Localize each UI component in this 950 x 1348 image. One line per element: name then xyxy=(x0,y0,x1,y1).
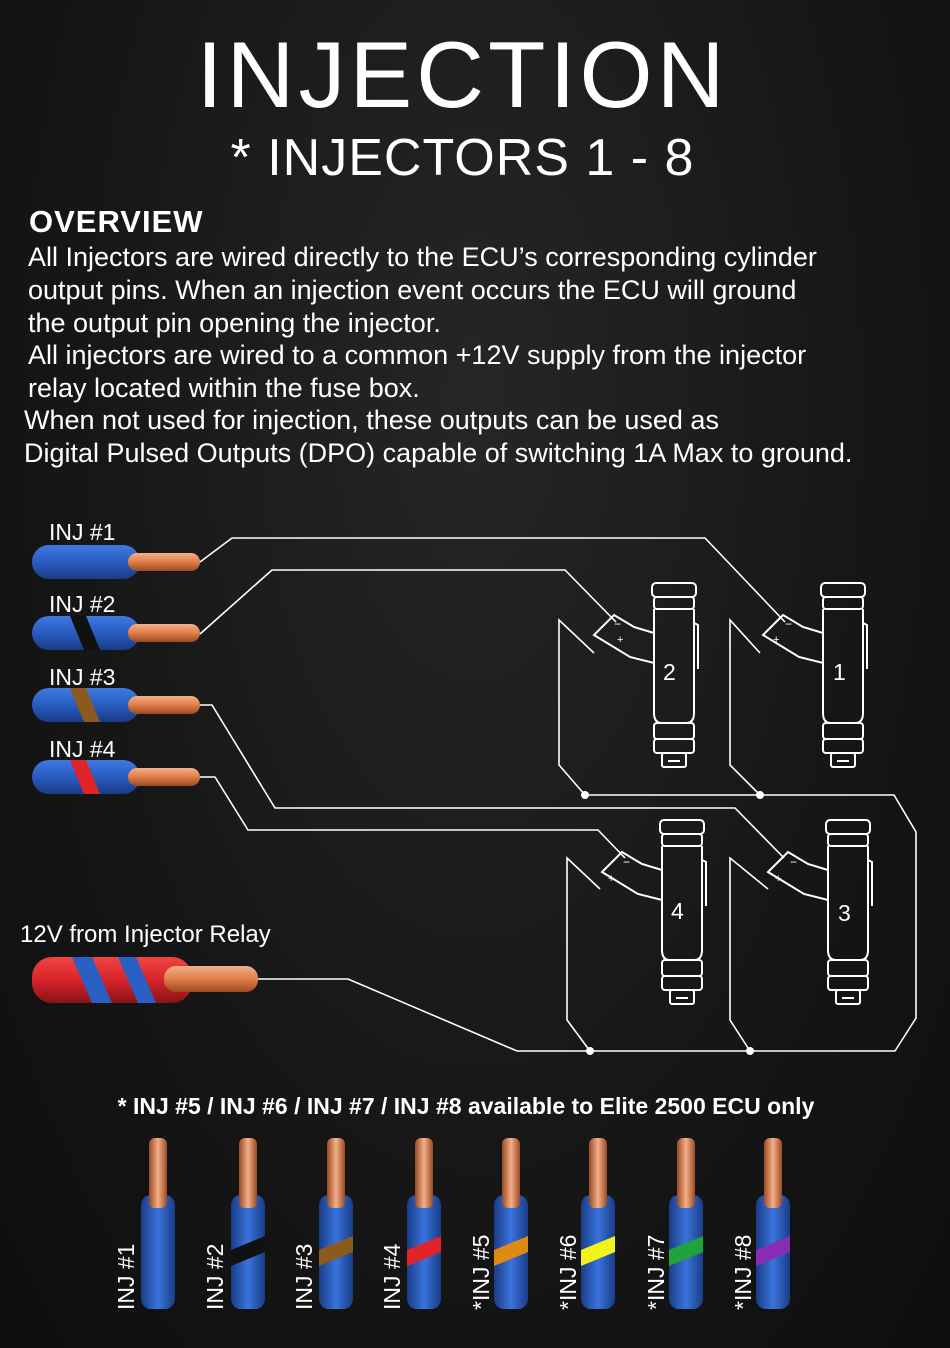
legend-label: *INJ #6 xyxy=(555,1235,581,1310)
legend-wire xyxy=(581,1138,615,1309)
connection-lines xyxy=(199,537,917,1052)
legend-wire xyxy=(407,1138,441,1309)
wire-inj-2 xyxy=(32,616,200,650)
wire-label: INJ #4 xyxy=(49,736,116,762)
injector-minus: − xyxy=(785,617,792,631)
legend-wire xyxy=(141,1138,175,1309)
overview-line: Digital Pulsed Outputs (DPO) capable of … xyxy=(24,438,853,468)
legend-wire xyxy=(319,1138,353,1309)
legend-wire xyxy=(494,1138,528,1309)
injector-1 xyxy=(761,582,868,768)
injector-plus: + xyxy=(608,873,614,885)
line-injector1-supply xyxy=(729,617,761,796)
wire-label: INJ #3 xyxy=(49,664,115,690)
line-injector2-supply xyxy=(558,618,595,796)
wire-label: INJ #2 xyxy=(49,591,115,617)
legend-wire xyxy=(756,1138,790,1309)
injector-plus: + xyxy=(775,873,781,885)
availability-note: * INJ #5 / INJ #6 / INJ #7 / INJ #8 avai… xyxy=(117,1093,815,1119)
line-injector4-supply xyxy=(566,856,601,1052)
overview-line: the output pin opening the injector. xyxy=(28,308,441,338)
overview-line: All Injectors are wired directly to the … xyxy=(28,242,817,272)
injector-number: 4 xyxy=(671,898,684,924)
injector-number: 2 xyxy=(663,659,676,685)
line-inj3-to-injector3 xyxy=(200,704,785,859)
wire-label: INJ #1 xyxy=(49,519,115,545)
injector-4 xyxy=(600,819,707,1005)
overview-line: When not used for injection, these outpu… xyxy=(24,405,719,435)
legend-wire xyxy=(669,1138,703,1309)
injector-plus: + xyxy=(773,634,779,646)
wire-inj-1 xyxy=(32,545,200,579)
line-inj1-to-injector1 xyxy=(199,537,786,623)
line-injector3-supply xyxy=(729,856,769,1052)
injector-2 xyxy=(592,582,699,768)
legend-label: INJ #2 xyxy=(202,1244,228,1310)
wire-color-legend: INJ #1 INJ #2 INJ #3 INJ #4 *INJ #5 *INJ… xyxy=(113,1138,790,1310)
junction-dot xyxy=(581,791,589,799)
injector-number: 1 xyxy=(833,659,846,685)
injector-3 xyxy=(766,819,873,1005)
overview-line: relay located within the fuse box. xyxy=(28,373,420,403)
wire-supply-12v xyxy=(32,957,258,1003)
overview-line: output pins. When an injection event occ… xyxy=(28,275,797,305)
junction-dots xyxy=(581,791,764,1055)
overview-line: All injectors are wired to a common +12V… xyxy=(28,340,807,370)
legend-label: INJ #1 xyxy=(113,1244,139,1310)
legend-label: INJ #3 xyxy=(291,1244,317,1310)
junction-dot xyxy=(746,1047,754,1055)
line-inj4-to-injector4 xyxy=(200,776,626,859)
line-12v-common xyxy=(258,794,917,1052)
junction-dot xyxy=(756,791,764,799)
legend-label: INJ #4 xyxy=(379,1243,405,1310)
line-inj2-to-injector2 xyxy=(199,569,617,635)
overview-heading: OVERVIEW xyxy=(29,204,204,239)
legend-label: *INJ #7 xyxy=(643,1235,669,1310)
wire-inj-4 xyxy=(32,760,200,794)
injector-number: 3 xyxy=(838,900,851,926)
legend-wire xyxy=(231,1138,265,1309)
supply-label: 12V from Injector Relay xyxy=(20,921,271,948)
page-subtitle: * INJECTORS 1 - 8 xyxy=(230,129,695,187)
injector-minus: − xyxy=(790,855,797,869)
injector-minus: − xyxy=(614,617,621,631)
wire-inj-3 xyxy=(32,688,200,722)
legend-label: *INJ #5 xyxy=(468,1235,494,1310)
injector-plus: + xyxy=(617,634,623,646)
legend-label: *INJ #8 xyxy=(730,1235,756,1310)
page-title: INJECTION xyxy=(196,22,729,127)
junction-dot xyxy=(586,1047,594,1055)
injector-minus: − xyxy=(623,855,630,869)
